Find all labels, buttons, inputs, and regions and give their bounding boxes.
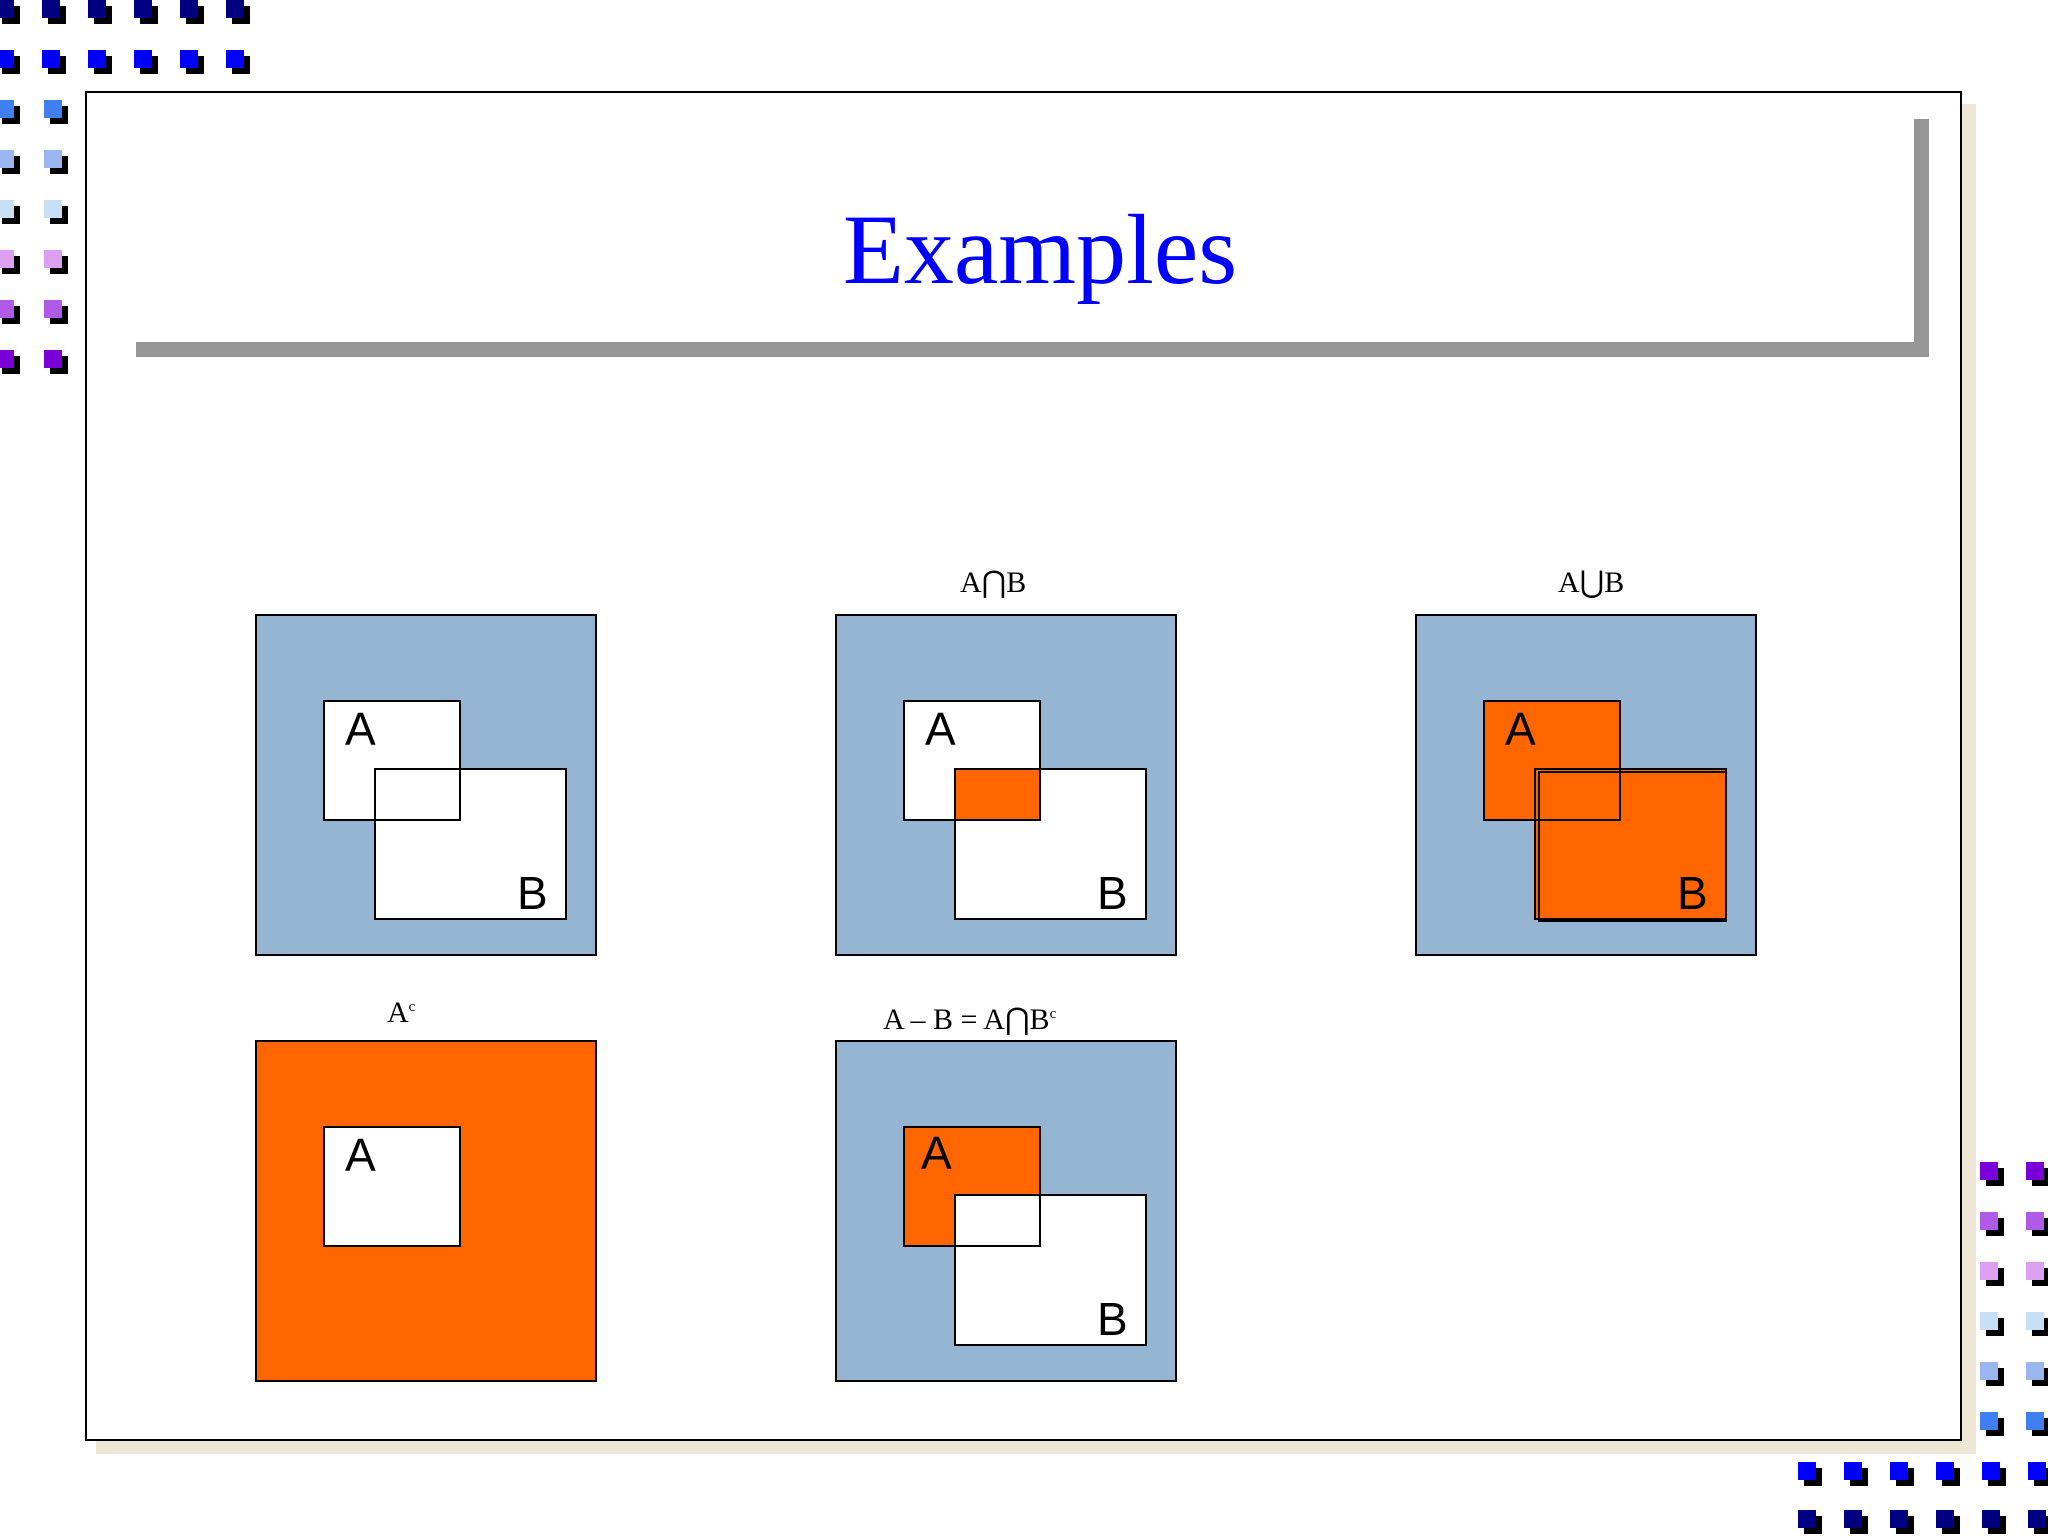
set-a-outline (903, 700, 1041, 821)
deco-square (2026, 1162, 2044, 1180)
caption-difference: A – B = A⋂Bc (883, 1002, 1056, 1037)
title-underline-bar (136, 342, 1929, 357)
caption-intersection: A⋂B (960, 566, 1027, 599)
deco-square (1982, 1510, 2000, 1528)
deco-square (134, 0, 152, 18)
deco-square (2028, 1462, 2046, 1480)
deco-square (1844, 1510, 1862, 1528)
deco-square (1980, 1212, 1998, 1230)
set-a-label: A (345, 703, 376, 755)
deco-square (0, 200, 14, 218)
set-b-outline (1538, 771, 1727, 922)
set-b-rect (954, 1194, 1147, 1346)
deco-square (1980, 1412, 1998, 1430)
set-a-outline (903, 1126, 1041, 1247)
deco-square (88, 50, 106, 68)
deco-square (44, 350, 62, 368)
venn-diagram-intersection: A B (835, 614, 1177, 956)
deco-square (44, 200, 62, 218)
caption-complement: Ac (387, 996, 415, 1030)
deco-square (1798, 1510, 1816, 1528)
slide-title: Examples (842, 194, 1238, 305)
set-b-label: B (517, 867, 548, 919)
deco-square (1936, 1462, 1954, 1480)
deco-square (0, 350, 14, 368)
deco-square (1890, 1462, 1908, 1480)
deco-square (44, 250, 62, 268)
deco-square (0, 250, 14, 268)
deco-square (1844, 1462, 1862, 1480)
deco-square (44, 150, 62, 168)
deco-square (1936, 1510, 1954, 1528)
deco-square (1980, 1262, 1998, 1280)
set-a-outline (1483, 700, 1621, 821)
deco-square (180, 50, 198, 68)
deco-square (1798, 1462, 1816, 1480)
deco-square (1982, 1462, 2000, 1480)
set-a-label: A (345, 1129, 376, 1181)
caption-complement-base: A (387, 996, 409, 1029)
deco-square (42, 50, 60, 68)
caption-difference-sup: c (1049, 1006, 1057, 1022)
venn-diagram-complement: A (255, 1040, 597, 1382)
title-side-bar (1914, 119, 1929, 357)
deco-square (1980, 1162, 1998, 1180)
set-a-label: A (921, 1127, 952, 1179)
set-b-label: B (1677, 867, 1708, 919)
set-b-label: B (1097, 1293, 1128, 1345)
deco-square (0, 150, 14, 168)
deco-square (2026, 1312, 2044, 1330)
deco-square (180, 0, 198, 18)
set-a-label: A (925, 703, 956, 755)
caption-union: A⋃B (1558, 566, 1625, 599)
deco-square (88, 0, 106, 18)
deco-square (226, 0, 244, 18)
venn-diagram-difference: A B (835, 1040, 1177, 1382)
set-b-rect (374, 768, 567, 920)
intersection-region (954, 768, 1041, 821)
deco-square (226, 50, 244, 68)
deco-square (44, 100, 62, 118)
caption-difference-base: A – B = A⋂B (883, 1003, 1050, 1036)
deco-square (0, 0, 14, 18)
deco-square (44, 300, 62, 318)
caption-complement-sup: c (408, 999, 416, 1015)
deco-square (134, 50, 152, 68)
deco-square (0, 300, 14, 318)
deco-square (2026, 1412, 2044, 1430)
deco-square (1980, 1312, 1998, 1330)
deco-square (2026, 1212, 2044, 1230)
deco-square (2028, 1510, 2046, 1528)
deco-square (0, 50, 14, 68)
set-a-rect (323, 1126, 461, 1247)
deco-square (0, 100, 14, 118)
set-a-label: A (1505, 703, 1536, 755)
deco-square (1980, 1362, 1998, 1380)
deco-square (42, 0, 60, 18)
venn-diagram-union: A B (1415, 614, 1757, 956)
deco-square (2026, 1362, 2044, 1380)
deco-square (2026, 1262, 2044, 1280)
set-a-outline (323, 700, 461, 821)
deco-square (1890, 1510, 1908, 1528)
venn-diagram-sets: A B (255, 614, 597, 956)
set-b-label: B (1097, 867, 1128, 919)
